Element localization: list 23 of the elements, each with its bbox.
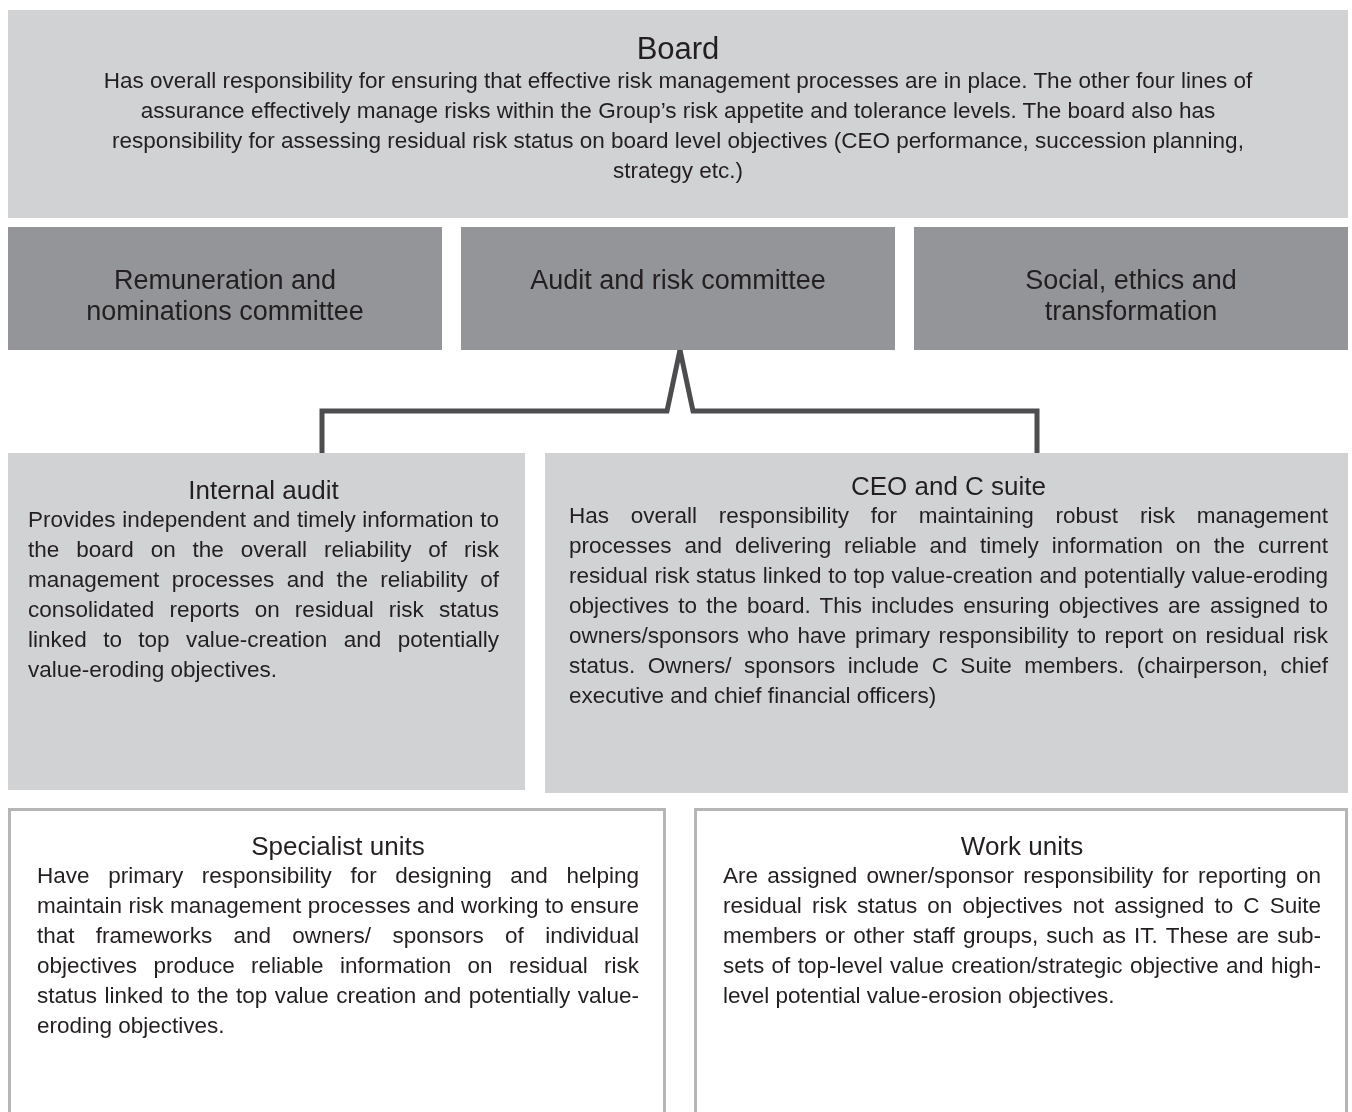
work-units-box	[694, 808, 1348, 1112]
connector-line	[319, 349, 683, 453]
box-heading: Social, ethics and transformation	[1024, 265, 1238, 327]
committee-box	[461, 227, 895, 350]
connector-line	[677, 349, 1040, 453]
committee-box	[8, 227, 442, 350]
box-heading: Internal audit	[187, 475, 340, 505]
box-description: Provides independent and timely information to the board on the overall reliability of risk management processes and the reliability of consolidated reports on residual risk status linked to top value-creation and potentially value-eroding objectives.	[28, 506, 499, 684]
box-heading: CEO and C suite	[849, 471, 1048, 501]
specialist-units-box	[8, 808, 666, 1112]
board-box	[8, 10, 1348, 218]
committee-box	[914, 227, 1348, 350]
box-heading: Work units	[959, 831, 1085, 861]
ceo-box	[545, 453, 1348, 793]
box-heading: Board	[635, 32, 721, 66]
box-heading: Remuneration and nominations committee	[85, 265, 365, 327]
internal-audit-box	[8, 453, 525, 790]
box-description: Have primary responsibility for designing and helping maintain risk management processes and working to ensure that frameworks and owners/ sponsors of individual objectives produce reliable information on residual risk status linked to the top value creation and potentially value-eroding objectives.	[37, 862, 639, 1040]
box-description: Has overall responsibility for ensuring that effective risk management processes are in place. The other four lines of assurance effectively manage risks within the Group’s risk appetite and tolerance levels. The board also has responsibility for assessing residual risk status on board level objectives (CEO performance, succession planning, strategy etc.)	[102, 67, 1254, 185]
box-description: Has overall responsibility for maintaining robust risk management processes and delivering reliable and timely information on the current residual risk status linked to top value-creation and potentially value-eroding objectives to the board. This includes ensuring objectives are assigned to owners/sponsors who have primary responsibility to report on residual risk status. Owners/ sponsors include C Suite members. (chairperson, chief executive and chief financial officers)	[569, 502, 1328, 710]
box-description: Are assigned owner/sponsor responsibility for reporting on residual risk status on objectives not assigned to C Suite members or other staff groups, such as IT. These are sub-sets of top-level value creation/strategic objective and high-level potential value-erosion objectives.	[723, 862, 1321, 1010]
box-heading: Specialist units	[250, 831, 426, 861]
box-heading: Audit and risk committee	[529, 265, 827, 296]
